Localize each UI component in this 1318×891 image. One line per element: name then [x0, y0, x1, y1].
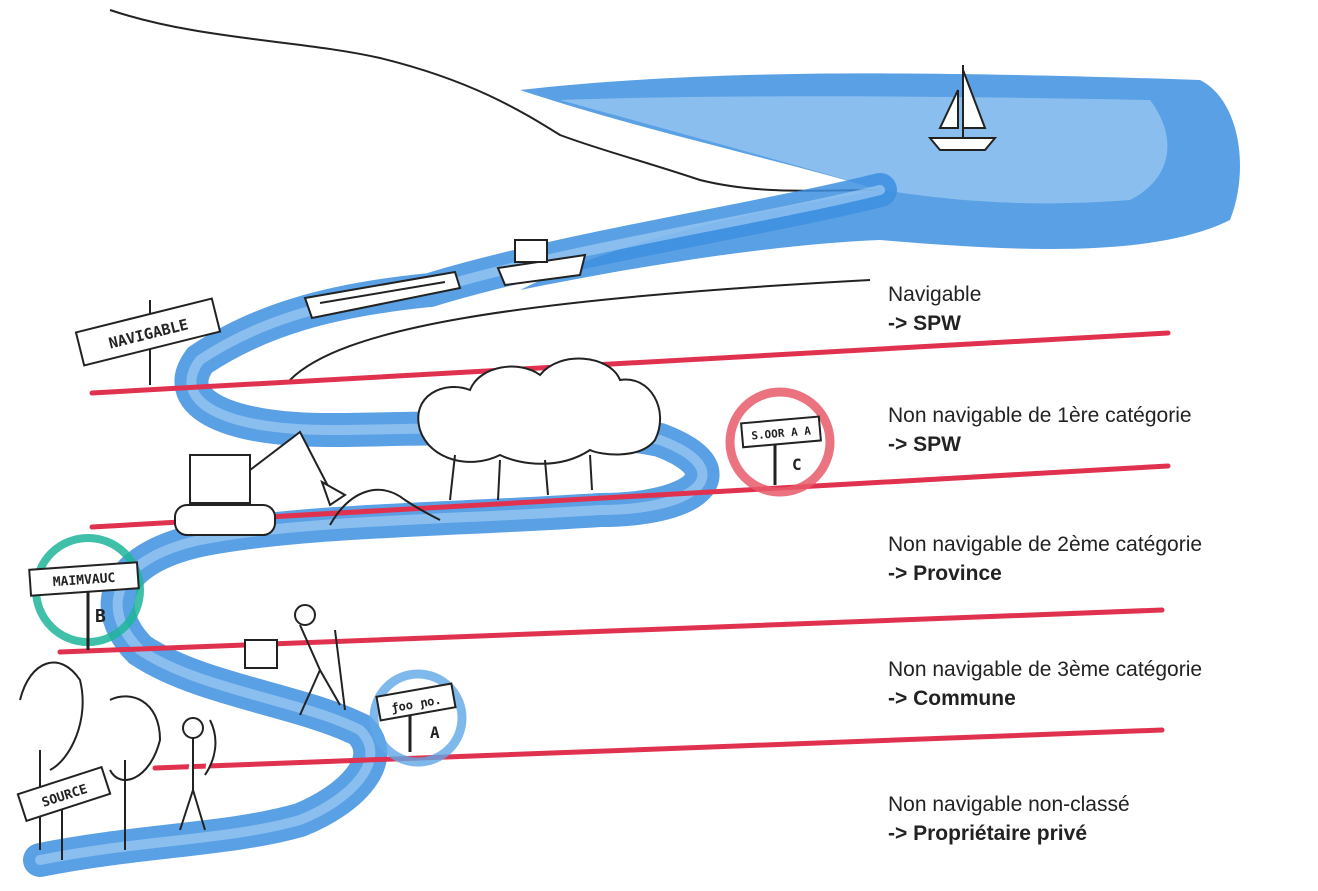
dirt-pile	[329, 488, 441, 526]
boundary-line-3	[57, 607, 1165, 655]
zone-authority: -> Commune	[888, 687, 1016, 710]
sign-c-text: S.OOR A A	[751, 424, 812, 442]
zone-authority: -> SPW	[888, 433, 961, 456]
zone-label-unclassified: Non navigable non-classé -> Propriétaire…	[888, 790, 1130, 848]
boundary-line-4	[152, 727, 1165, 771]
sign-b-marker: MAIMVAUC B	[28, 534, 144, 650]
zone-category: Non navigable non-classé	[888, 793, 1130, 816]
river-estuary-light	[560, 96, 1168, 204]
zone-authority: -> Province	[888, 562, 1002, 585]
sailboat-icon	[927, 65, 998, 151]
boundary-line-1	[89, 330, 1171, 396]
zone-authority: -> Propriétaire privé	[888, 822, 1087, 845]
zone-category: Non navigable de 1ère catégorie	[888, 404, 1192, 427]
hill-outline	[109, 9, 881, 192]
tugboat-icon	[496, 239, 587, 287]
zone-label-cat3: Non navigable de 3ème catégorie -> Commu…	[888, 655, 1202, 713]
zone-authority: -> SPW	[888, 312, 961, 335]
navigable-sign: NAVIGABLE	[74, 297, 222, 385]
zone-category: Navigable	[888, 283, 982, 306]
zone-boundaries	[57, 330, 1171, 771]
zone-label-cat2: Non navigable de 2ème catégorie -> Provi…	[888, 530, 1202, 588]
worker-shovel-icon	[244, 604, 346, 716]
sign-c-letter: C	[792, 455, 802, 474]
zone-label-navigable: Navigable -> SPW	[888, 280, 981, 338]
source-shrubs	[19, 661, 162, 850]
river-bank-line	[289, 279, 871, 381]
zone-category: Non navigable de 2ème catégorie	[888, 533, 1203, 556]
zone-label-cat1: Non navigable de 1ère catégorie -> SPW	[888, 401, 1192, 459]
zone-category: Non navigable de 3ème catégorie	[888, 658, 1203, 681]
sign-a-letter: A	[430, 723, 440, 742]
sign-b-letter: B	[95, 606, 106, 627]
excavator-icon	[174, 430, 347, 536]
barge-icon	[303, 270, 462, 320]
tree-grove-icon	[417, 357, 661, 501]
sign-c-marker: S.OOR A A C	[725, 387, 835, 497]
person-scythe-icon	[179, 717, 217, 831]
sign-b-text: MAIMVAUC	[52, 571, 116, 590]
sign-a-marker: ƒoo ɲo. A	[369, 669, 467, 767]
